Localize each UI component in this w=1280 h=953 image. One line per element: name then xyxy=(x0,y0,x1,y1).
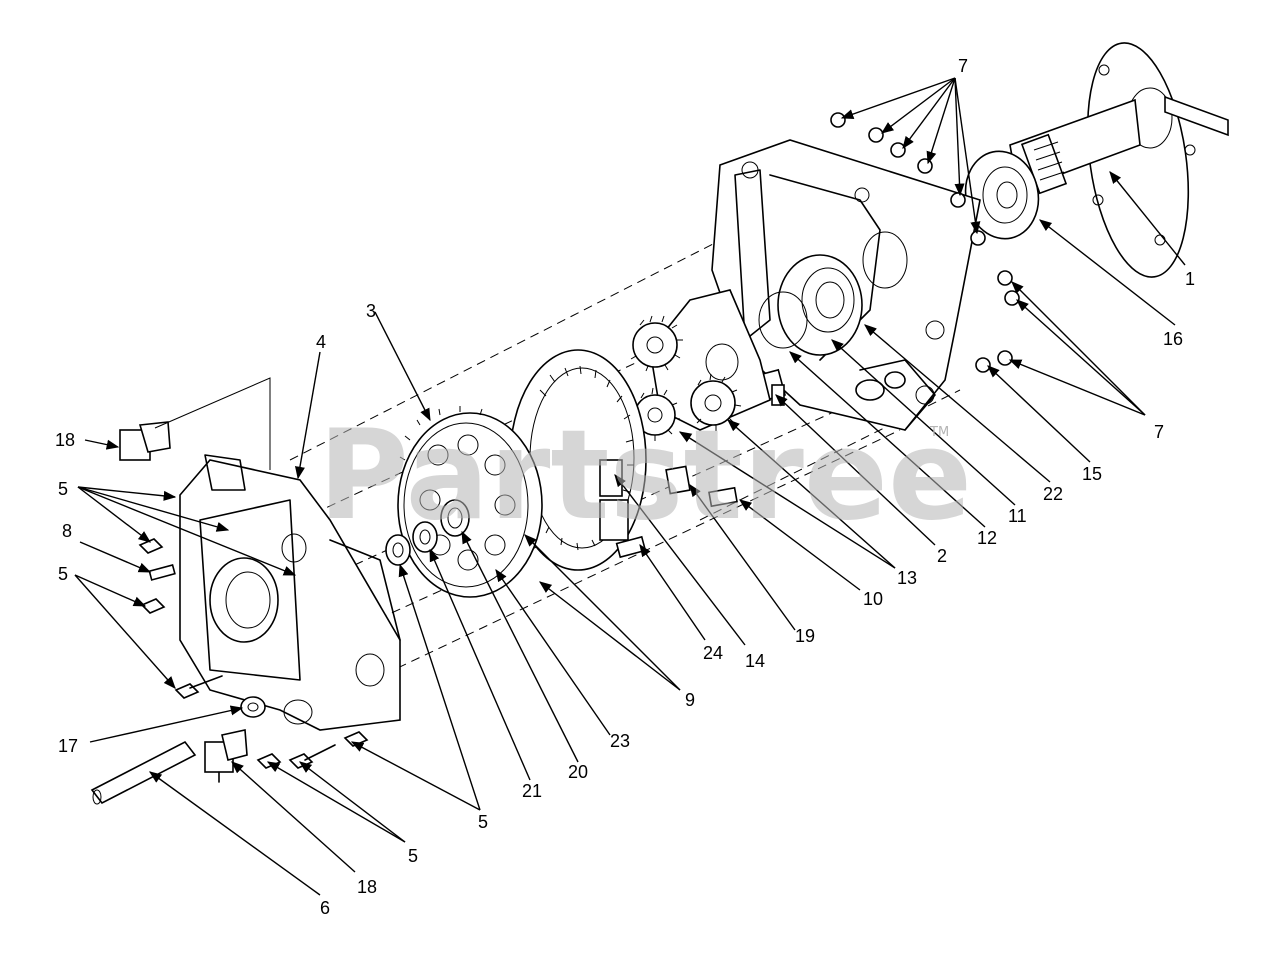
bearing-part xyxy=(385,534,411,566)
callout-22: 22 xyxy=(1043,484,1063,504)
callout-15: 15 xyxy=(1082,464,1102,484)
pin-part xyxy=(708,486,738,508)
elbow-fitting-lower xyxy=(204,729,248,783)
callout-13: 13 xyxy=(897,568,917,588)
right-case-half xyxy=(711,139,981,431)
callout-4: 4 xyxy=(316,332,326,352)
small-seal xyxy=(240,696,266,718)
washer-part xyxy=(412,521,438,553)
callout-5-bottom-right: 5 xyxy=(478,812,488,832)
callout-9: 9 xyxy=(685,690,695,710)
callout-12: 12 xyxy=(977,528,997,548)
needle-bearing xyxy=(440,499,470,537)
watermark: Partstree TM xyxy=(318,404,972,548)
callout-11: 11 xyxy=(1008,506,1027,526)
callout-2: 2 xyxy=(937,546,947,566)
callout-5-bottom: 5 xyxy=(408,846,418,866)
dowel-pin xyxy=(148,564,176,581)
watermark-text: Partstree xyxy=(318,404,972,548)
callout-24: 24 xyxy=(703,643,723,663)
callout-16: 16 xyxy=(1163,329,1183,349)
callout-23: 23 xyxy=(610,731,630,751)
watermark-tm: TM xyxy=(929,425,949,440)
block-part xyxy=(615,535,647,559)
input-shaft xyxy=(90,740,197,805)
callout-labels: 1 2 3 4 5 5 5 5 6 7 7 8 9 10 11 12 13 14… xyxy=(55,56,1195,918)
callout-18-upper: 18 xyxy=(55,430,75,450)
callout-6: 6 xyxy=(320,898,330,918)
leader-lines xyxy=(74,77,1186,896)
elbow-fitting-upper xyxy=(119,421,171,461)
callout-7-right: 7 xyxy=(1154,422,1164,442)
callout-1: 1 xyxy=(1185,269,1195,289)
callout-18-lower: 18 xyxy=(357,877,377,897)
callout-14: 14 xyxy=(745,651,765,671)
callout-10: 10 xyxy=(863,589,883,609)
left-case-cover xyxy=(179,454,401,731)
bolts xyxy=(138,538,369,769)
spur-gear-upper xyxy=(630,315,683,372)
axle-hub-part xyxy=(1009,42,1229,278)
nuts xyxy=(830,112,1020,373)
callout-7-top: 7 xyxy=(958,56,968,76)
callout-17: 17 xyxy=(58,736,78,756)
callout-21: 21 xyxy=(522,781,542,801)
callout-8: 8 xyxy=(62,521,72,541)
callout-5-upper: 5 xyxy=(58,479,68,499)
callout-20: 20 xyxy=(568,762,588,782)
key-part xyxy=(665,465,691,495)
callout-5-left: 5 xyxy=(58,564,68,584)
callout-19: 19 xyxy=(795,626,815,646)
ring-gear xyxy=(509,349,647,571)
callout-3: 3 xyxy=(366,301,376,321)
